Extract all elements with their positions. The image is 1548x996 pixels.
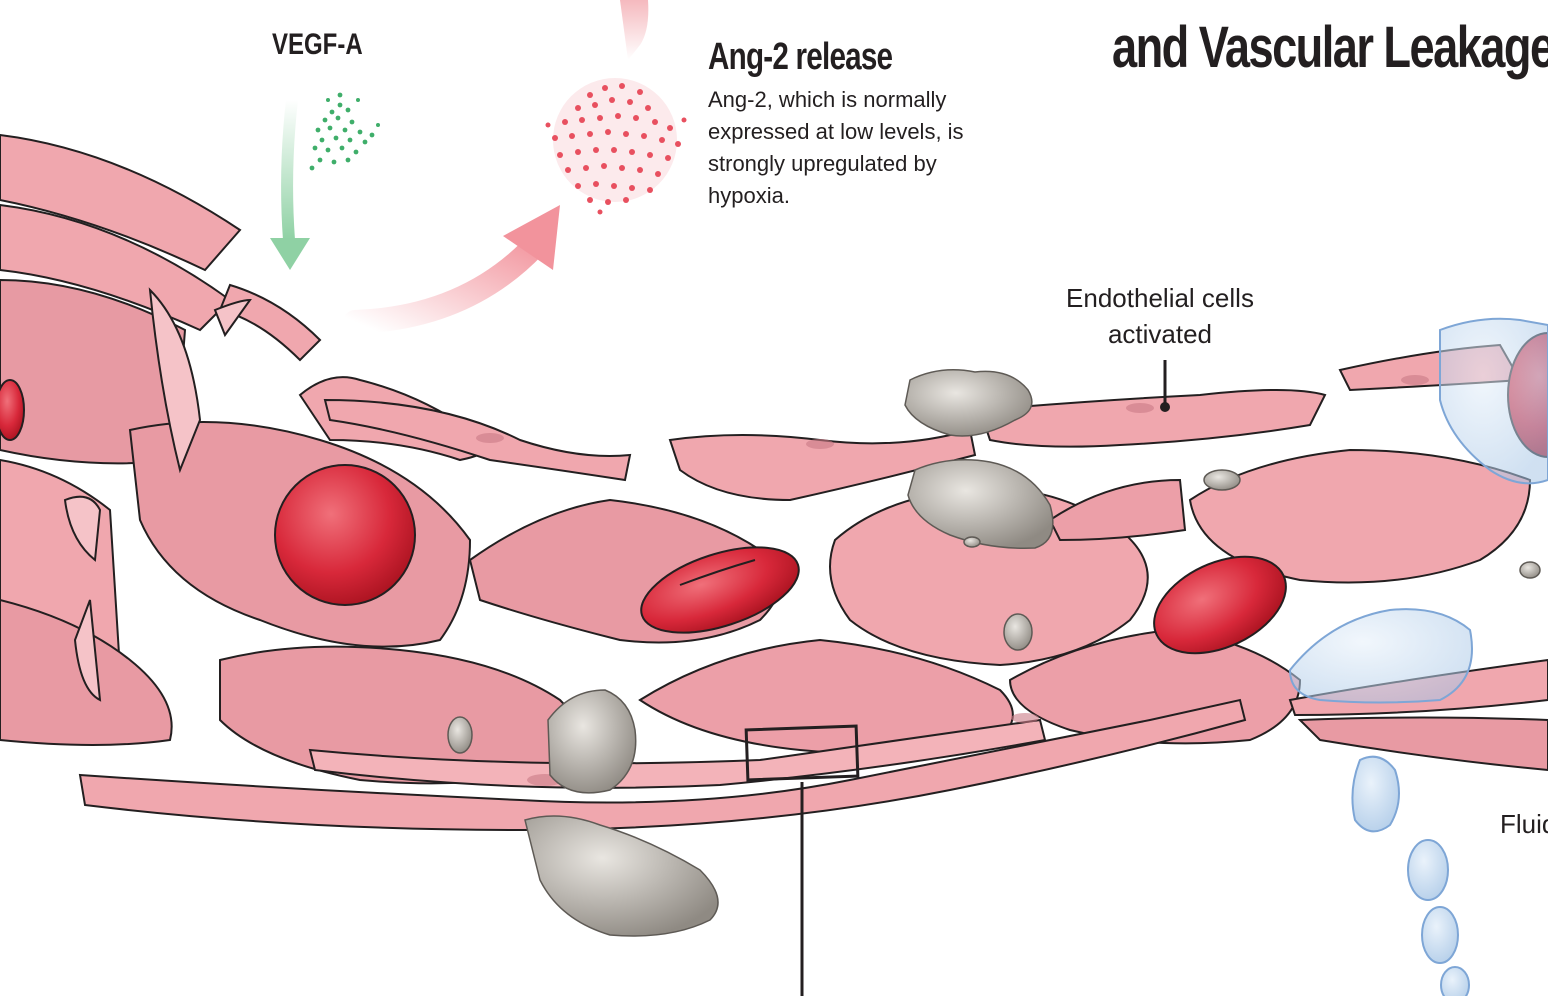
- platelet-cluster: [548, 690, 636, 793]
- platelet-cluster: [525, 816, 718, 936]
- endothelial-cell: [1300, 718, 1548, 771]
- fluid-leak-label: Fluid leak: [1500, 806, 1548, 842]
- ang2-heading: Ang-2 release: [708, 36, 892, 79]
- top-stream: [620, 0, 648, 60]
- platelet: [1204, 470, 1240, 490]
- ang2-arrow: [355, 205, 560, 322]
- platelet: [1520, 562, 1540, 578]
- endothelial-label: Endothelial cells activated: [1040, 280, 1280, 352]
- page-title: and Vascular Leakage: [1112, 14, 1548, 81]
- red-blood-cell: [0, 380, 24, 440]
- red-blood-cell: [275, 465, 415, 605]
- platelet: [448, 717, 472, 753]
- vessel-wall: [0, 135, 1548, 830]
- platelet: [964, 537, 980, 547]
- endothelial-callout-dot: [1160, 402, 1170, 412]
- ang2-particles: [546, 78, 687, 215]
- vegf-label: VEGF-A: [272, 28, 363, 62]
- platelet: [1004, 614, 1032, 650]
- fluid-leak: [1290, 319, 1548, 996]
- endothelial-cell: [1050, 480, 1185, 540]
- vegf-particles: [310, 93, 380, 171]
- vegf-arrow: [270, 100, 310, 270]
- ang2-description: Ang-2, which is normally expressed at lo…: [708, 84, 998, 212]
